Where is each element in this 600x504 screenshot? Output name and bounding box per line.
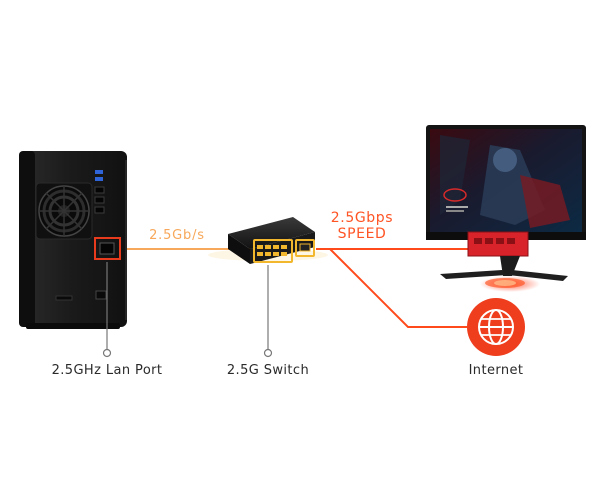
connection-lines	[121, 248, 468, 328]
lan-port-highlight	[94, 237, 121, 260]
switch-label: 2.5G Switch	[226, 363, 310, 378]
link-speed-label: 2.5Gbps SPEED	[322, 210, 402, 242]
internet-label: Internet	[468, 363, 524, 378]
nas-port-label: 2.5GHz Lan Port	[51, 363, 163, 378]
link-speed-word: SPEED	[337, 226, 387, 242]
gaming-monitor-icon	[426, 125, 586, 292]
globe-icon	[467, 298, 525, 356]
nas-device-icon	[19, 151, 127, 329]
network-switch-icon	[208, 217, 328, 264]
link-speed-value: 2.5Gbps	[330, 210, 394, 226]
switch-port-highlight	[253, 239, 293, 263]
nas-speed-label: 2.5Gb/s	[149, 228, 205, 243]
callout-leaders	[102, 262, 273, 358]
switch-to-internet-line	[329, 248, 467, 328]
